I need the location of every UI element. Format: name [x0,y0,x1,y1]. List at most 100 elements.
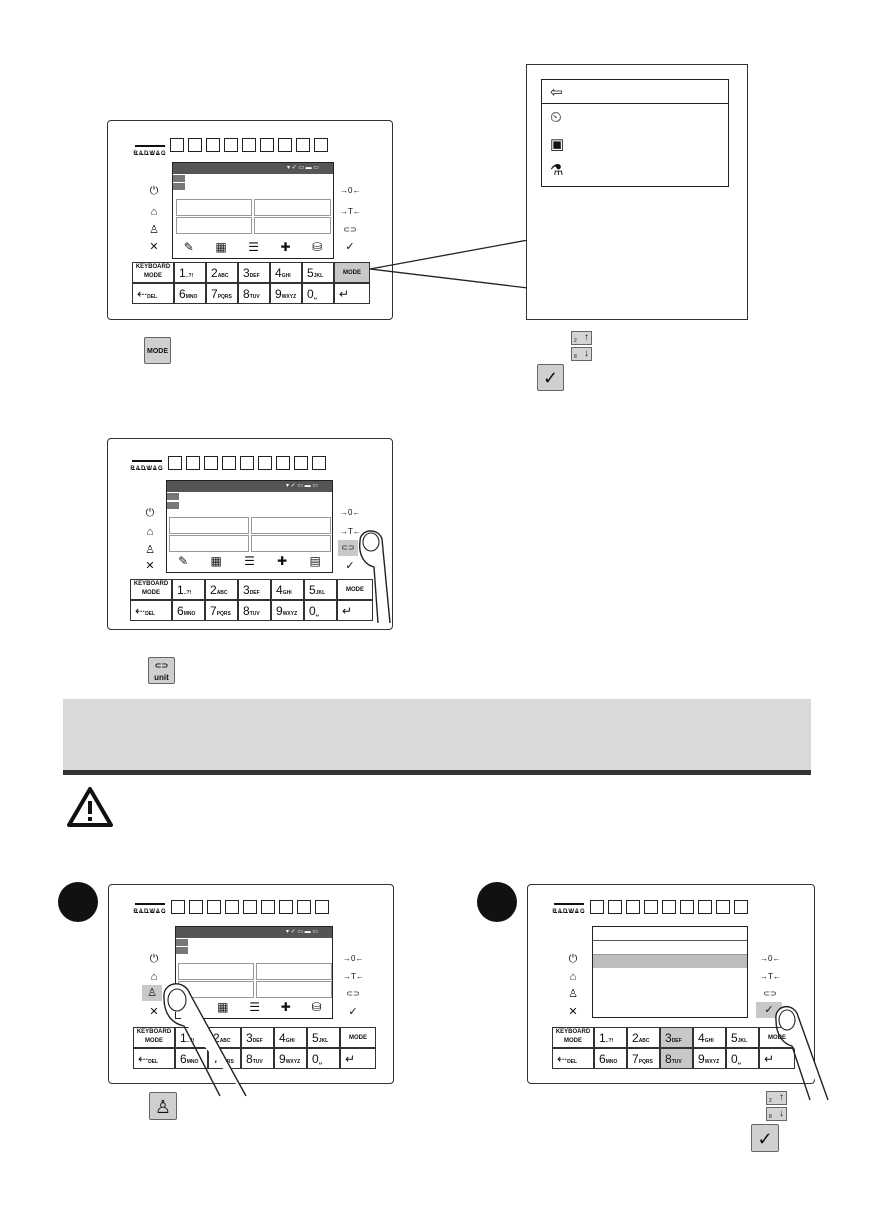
key-9[interactable]: 9WXYZ [274,1048,307,1069]
key-2[interactable]: 2ABC [627,1027,660,1048]
unit-button[interactable]: ⊂⊃ [338,540,358,556]
menu-item-block[interactable]: ▣ [542,132,728,156]
arrow-up-button[interactable]: 2↑ [571,331,592,345]
enter-key[interactable]: ↵ [759,1048,795,1069]
enter-key[interactable]: ↵ [340,1048,376,1069]
tare-button[interactable]: →T← [760,972,781,981]
key-3[interactable]: 3DEF [238,579,271,600]
key-1[interactable]: 1..?! [174,262,206,283]
user-button[interactable]: ♙ [145,544,155,556]
key-8[interactable]: 8TUV [660,1048,693,1069]
key-6[interactable]: 6MNO [594,1048,627,1069]
key-7[interactable]: 7PQRS [206,283,238,304]
key-0[interactable]: 0␣ [726,1048,759,1069]
key-4[interactable]: 4GHI [274,1027,307,1048]
mode-button-illustration[interactable]: MODE [144,337,171,364]
power-button[interactable]: ⏻ [568,953,578,965]
enter-key[interactable]: ↵ [334,283,370,304]
user-button[interactable]: ♙ [142,985,162,1001]
key-3[interactable]: 3DEF [660,1027,693,1048]
tare-button[interactable]: →T← [340,527,361,536]
ok-button[interactable]: ✓ [345,560,355,572]
key-7[interactable]: 7PQRS [205,600,238,621]
home-button[interactable]: ⌂ [150,206,158,218]
key-4[interactable]: 4GHI [693,1027,726,1048]
key-6[interactable]: 6MNO [172,600,205,621]
home-button[interactable]: ⌂ [150,971,158,983]
tare-button[interactable]: →T← [340,207,361,216]
power-button[interactable]: ⏻ [149,185,159,197]
mode-key[interactable]: MODE [340,1027,376,1048]
del-key[interactable]: ⇠DEL [133,1048,175,1069]
keyboard-mode-key[interactable]: KEYBOARD MODE [133,1027,175,1048]
ok-button[interactable]: ✓ [345,241,355,253]
mode-key[interactable]: MODE [334,262,370,283]
del-key[interactable]: ⇠DEL [552,1048,594,1069]
home-button[interactable]: ⌂ [569,971,577,983]
key-3[interactable]: 3DEF [241,1027,274,1048]
arrow-down-button[interactable]: 8↓ [571,347,592,361]
zero-button[interactable]: →0← [760,954,781,963]
key-2[interactable]: 2ABC [205,579,238,600]
keyboard-mode-key[interactable]: KEYBOARD MODE [130,579,172,600]
key-6[interactable]: 6MNO [175,1048,208,1069]
power-button[interactable]: ⏻ [145,507,155,519]
key-5[interactable]: 5JKL [726,1027,759,1048]
cancel-button[interactable]: ✕ [149,241,159,253]
key-8[interactable]: 8TUV [238,600,271,621]
ok-button[interactable]: ✓ [348,1006,358,1018]
unit-button[interactable]: ⊂⊃ [346,989,360,998]
cancel-button[interactable]: ✕ [568,1006,578,1018]
key-9[interactable]: 9WXYZ [693,1048,726,1069]
ok-button-illustration[interactable]: ✓ [751,1124,779,1152]
key-5[interactable]: 5JKL [304,579,337,600]
key-5[interactable]: 5JKL [307,1027,340,1048]
key-0[interactable]: 0␣ [302,283,334,304]
user-button[interactable]: ♙ [568,988,578,1000]
key-8[interactable]: 8TUV [241,1048,274,1069]
cancel-button[interactable]: ✕ [145,560,155,572]
tare-button[interactable]: →T← [343,972,364,981]
key-2[interactable]: 2ABC [206,262,238,283]
key-6[interactable]: 6MNO [174,283,206,304]
key-1[interactable]: 1..?! [594,1027,627,1048]
unit-button[interactable]: ⊂⊃ [763,989,777,998]
key-9[interactable]: 9WXYZ [271,600,304,621]
list-row-selected[interactable] [593,955,747,968]
key-0[interactable]: 0␣ [307,1048,340,1069]
user-button-illustration[interactable]: ♙ [149,1092,177,1120]
unit-button-illustration[interactable]: ⊂⊃unit [148,657,175,684]
ok-button-illustration[interactable]: ✓ [537,364,564,391]
home-button[interactable]: ⌂ [146,526,154,538]
key-7[interactable]: 7PQRS [627,1048,660,1069]
keyboard-mode-key[interactable]: KEYBOARD MODE [552,1027,594,1048]
key-4[interactable]: 4GHI [271,579,304,600]
ok-button[interactable]: ✓ [756,1002,782,1018]
key-1[interactable]: 1..?! [172,579,205,600]
arrow-down-button[interactable]: 8↓ [766,1107,787,1121]
key-0[interactable]: 0␣ [304,600,337,621]
key-4[interactable]: 4GHI [270,262,302,283]
zero-button[interactable]: →0← [343,954,364,963]
key-8[interactable]: 8TUV [238,283,270,304]
arrow-up-button[interactable]: 2↑ [766,1091,787,1105]
key-3[interactable]: 3DEF [238,262,270,283]
zero-button[interactable]: →0← [340,508,361,517]
key-5[interactable]: 5JKL [302,262,334,283]
power-button[interactable]: ⏻ [149,953,159,965]
key-9[interactable]: 9WXYZ [270,283,302,304]
keyboard-mode-key[interactable]: KEYBOARD MODE [132,262,174,283]
mode-key[interactable]: MODE [337,579,373,600]
list-row[interactable] [593,940,747,955]
zero-button[interactable]: →0← [340,186,361,195]
menu-item-back[interactable]: ⇦ [542,80,728,104]
cancel-button[interactable]: ✕ [149,1006,159,1018]
del-key[interactable]: ⇠DEL [130,600,172,621]
menu-item-lab[interactable]: ⚗ [542,158,728,182]
del-key[interactable]: ⇠DEL [132,283,174,304]
enter-key[interactable]: ↵ [337,600,373,621]
menu-item-weighing[interactable]: ⏲ [542,106,728,130]
basket-icon: ▦ [217,1000,229,1014]
unit-button[interactable]: ⊂⊃ [343,225,357,234]
user-button[interactable]: ♙ [149,224,159,236]
